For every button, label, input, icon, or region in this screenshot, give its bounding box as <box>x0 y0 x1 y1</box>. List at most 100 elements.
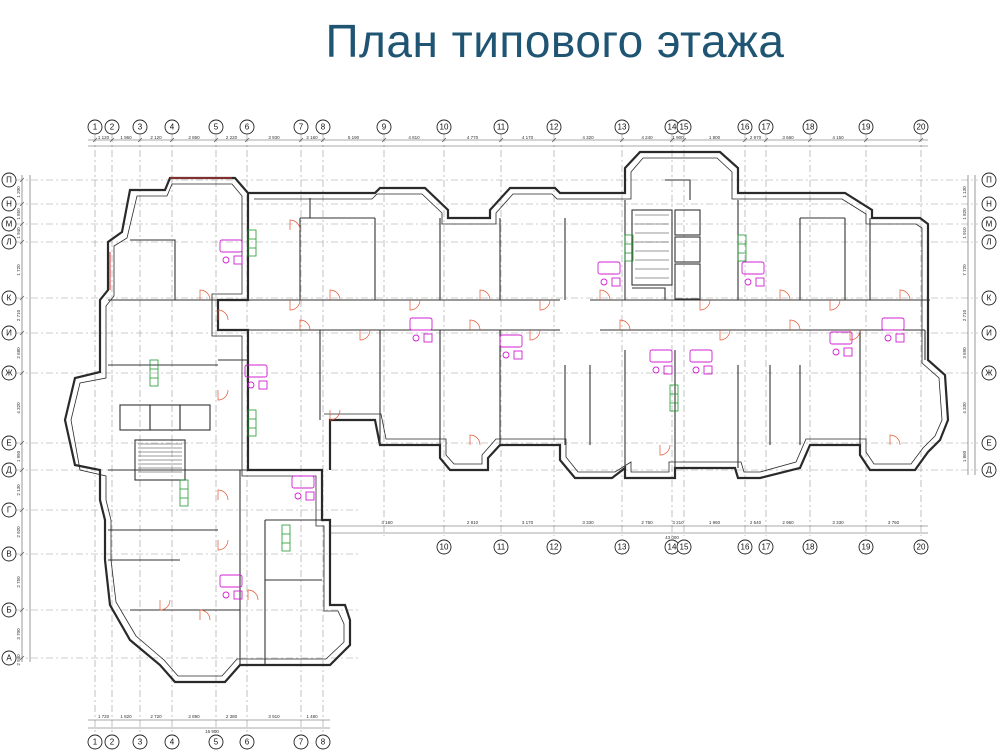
axis-bubble-bottom: 1 <box>87 734 103 750</box>
dimension-text-mid: 3 210 <box>672 520 684 525</box>
door-swing <box>479 289 491 301</box>
svg-text:Д: Д <box>6 466 12 475</box>
dimension-text-top: 2 220 <box>226 135 238 140</box>
svg-text:Л: Л <box>986 238 991 247</box>
kitchen-counter <box>179 479 189 507</box>
bathroom-fixture <box>219 239 243 265</box>
axis-bubble-right: Е <box>981 435 997 451</box>
svg-text:19: 19 <box>862 123 871 132</box>
svg-text:14: 14 <box>668 543 677 552</box>
door-swing <box>719 329 731 341</box>
dimension-text-top: 2 970 <box>750 135 762 140</box>
svg-text:А: А <box>6 654 12 663</box>
axis-bubble-top: 4 <box>164 119 180 135</box>
dimension-text-mid: 3 330 <box>832 520 844 525</box>
axis-bubble-mid: 19 <box>858 539 874 555</box>
door-swing <box>529 329 541 341</box>
dimension-text-top: 2 160 <box>306 135 318 140</box>
axis-bubble-top: 3 <box>132 119 148 135</box>
dimension-text-bottom: 2 890 <box>188 714 200 719</box>
dimension-text-left: 3 700 <box>16 628 21 640</box>
dimension-text-right: 1 860 <box>962 450 967 462</box>
dimension-text-bottom: 2 720 <box>150 714 162 719</box>
svg-text:12: 12 <box>550 123 559 132</box>
dimension-text-top: 4 240 <box>641 135 653 140</box>
dimension-text-top: 1 960 <box>120 135 132 140</box>
svg-text:11: 11 <box>497 123 506 132</box>
dimension-text-mid: 2 810 <box>467 520 479 525</box>
door-swing <box>779 289 791 301</box>
axis-bubble-left: Г <box>1 502 17 518</box>
svg-text:6: 6 <box>245 123 250 132</box>
bathroom-fixture <box>499 334 523 360</box>
svg-text:12: 12 <box>550 543 559 552</box>
door-swing <box>789 319 801 331</box>
svg-text:Г: Г <box>7 506 12 515</box>
axis-bubble-top: 17 <box>758 119 774 135</box>
svg-text:18: 18 <box>806 123 815 132</box>
axis-bubble-top: 19 <box>858 119 874 135</box>
bathroom-fixtures <box>219 239 905 600</box>
dimension-text-total-mid: 43 000 <box>665 535 679 540</box>
door-swing <box>699 299 711 311</box>
svg-text:3: 3 <box>138 123 143 132</box>
axis-bubble-top: 2 <box>104 119 120 135</box>
svg-text:13: 13 <box>618 543 627 552</box>
axis-bubble-left: Б <box>1 602 17 618</box>
axis-bubble-bottom: 2 <box>104 734 120 750</box>
door-swing <box>217 389 229 401</box>
stair-treads <box>138 214 669 473</box>
dimension-text-right: 2 710 <box>962 309 967 321</box>
dimension-text-mid: 3 760 <box>888 520 900 525</box>
svg-text:К: К <box>987 294 992 303</box>
door-swing <box>469 434 481 446</box>
dimension-text-right: 7 720 <box>962 264 967 276</box>
svg-text:11: 11 <box>497 543 506 552</box>
svg-text:2: 2 <box>110 738 115 747</box>
svg-text:Е: Е <box>6 439 11 448</box>
axis-bubble-mid: 16 <box>737 539 753 555</box>
dimension-text-right: 4 330 <box>962 402 967 414</box>
dimension-text-left: 2 920 <box>16 526 21 538</box>
page-title: План типового этажа <box>325 15 785 67</box>
axis-bubble-left: Е <box>1 435 17 451</box>
svg-text:Е: Е <box>986 439 991 448</box>
dimension-text-mid: 2 760 <box>641 520 653 525</box>
axis-bubble-right: К <box>981 290 997 306</box>
axis-bubble-top: 11 <box>493 119 509 135</box>
svg-text:17: 17 <box>762 123 771 132</box>
dimension-text-left: 2 710 <box>16 309 21 321</box>
dimension-text-left: 1 200 <box>16 186 21 198</box>
dimension-text-bottom: 1 820 <box>120 714 132 719</box>
dimension-text-left: 2 940 <box>16 654 21 666</box>
axis-bubble-top: 8 <box>315 119 331 135</box>
dimension-text-left: 2 680 <box>16 347 21 359</box>
axis-bubble-right: Л <box>981 234 997 250</box>
dimension-text-top: 4 170 <box>522 135 534 140</box>
door-swing <box>329 409 341 421</box>
axis-bubble-top: 1 <box>87 119 103 135</box>
corridor-walls <box>218 299 930 471</box>
axis-bubble-right: П <box>981 172 997 188</box>
dimension-text-top: 3 930 <box>268 135 280 140</box>
dimension-text-mid: 3 330 <box>582 520 594 525</box>
svg-text:6: 6 <box>245 738 250 747</box>
dimension-text-top: 4 320 <box>582 135 594 140</box>
axis-bubble-top: 18 <box>802 119 818 135</box>
dimension-lines <box>19 137 976 729</box>
axis-bubble-top: 6 <box>239 119 255 135</box>
door-swings <box>159 219 911 621</box>
dimension-text-right: 1 820 <box>962 208 967 220</box>
bathroom-fixture <box>244 364 268 390</box>
axis-bubble-mid: 11 <box>493 539 509 555</box>
dimension-text-right: 3 690 <box>962 347 967 359</box>
svg-text:14: 14 <box>668 123 677 132</box>
door-swing <box>159 599 171 611</box>
svg-text:М: М <box>6 220 13 229</box>
axis-bubble-bottom: 5 <box>208 734 224 750</box>
axis-bubble-right: Д <box>981 462 997 478</box>
door-swing <box>217 309 229 321</box>
svg-text:Н: Н <box>986 200 992 209</box>
axis-bubble-bottom: 4 <box>164 734 180 750</box>
